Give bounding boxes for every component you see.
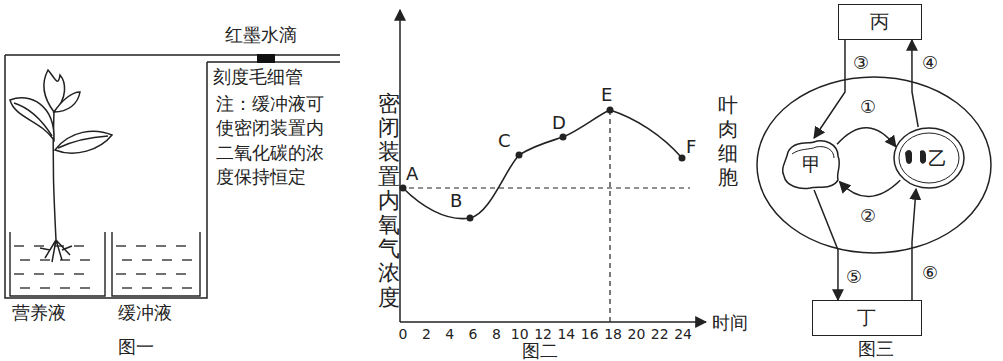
tick-label: 0 xyxy=(399,326,408,343)
label-text: A xyxy=(406,163,418,185)
label-text: 图一 xyxy=(118,336,154,358)
process-box: 丁 xyxy=(812,300,922,336)
label-text: D xyxy=(552,112,566,134)
tick-label: 20 xyxy=(627,326,645,343)
tick-label: 16 xyxy=(581,326,599,343)
plant xyxy=(10,70,112,262)
callout-number: ⑥ xyxy=(921,262,939,284)
liquid-dashes xyxy=(14,246,192,288)
callout-number: ② xyxy=(859,205,877,227)
node-text: 丙 xyxy=(870,10,889,33)
callout-number: ③ xyxy=(852,52,870,74)
flow-arrow xyxy=(840,180,901,196)
tick-label: 14 xyxy=(557,326,575,343)
flow-arrow xyxy=(814,40,845,138)
sealed-container xyxy=(5,55,340,298)
label-text: 营养液 xyxy=(12,302,66,324)
tick-label: 22 xyxy=(651,326,669,343)
axis-title: 密闭装置内氧气浓度 xyxy=(378,92,400,310)
label-text: 图二 xyxy=(522,340,558,361)
callout-number: ④ xyxy=(921,52,939,74)
node-text: 甲 xyxy=(802,153,821,176)
label-text: 刻度毛细管 xyxy=(213,66,303,88)
tick-label: 8 xyxy=(492,326,501,343)
flow-arrow xyxy=(912,189,916,300)
tick-label: 6 xyxy=(469,326,478,343)
label-text: F xyxy=(686,136,696,158)
label-text: E xyxy=(601,84,612,106)
troughs xyxy=(10,232,200,296)
tick-label: 2 xyxy=(422,326,431,343)
chart-axes xyxy=(400,10,706,322)
label-text: 时间 xyxy=(712,312,748,334)
label-text: 注：缓冲液可使密闭装置内二氧化碳的浓度保持恒定 xyxy=(216,92,328,189)
label-text: 图三 xyxy=(858,338,894,360)
flow-arrow xyxy=(837,128,896,147)
curve-points xyxy=(400,107,686,222)
callout-number: ⑤ xyxy=(845,266,863,288)
oxygen-curve xyxy=(403,110,682,219)
organelle: 甲 xyxy=(780,138,842,190)
node-heading: 叶肉细胞 xyxy=(718,93,738,189)
tick-label: 24 xyxy=(674,326,692,343)
process-box: 丙 xyxy=(838,4,922,40)
node-text: 丁 xyxy=(857,306,876,329)
tick-label: 4 xyxy=(445,326,454,343)
tick-label: 18 xyxy=(604,326,622,343)
ink-drop xyxy=(257,54,275,63)
callout-number: ① xyxy=(859,96,877,118)
label-text: C xyxy=(498,130,511,152)
organelle: 乙 xyxy=(893,127,965,189)
label-text: 红墨水滴 xyxy=(225,24,297,46)
guide-lines xyxy=(400,110,690,322)
node-text: 乙 xyxy=(928,147,947,170)
label-text: 缓冲液 xyxy=(118,302,172,324)
label-text: B xyxy=(450,190,462,212)
